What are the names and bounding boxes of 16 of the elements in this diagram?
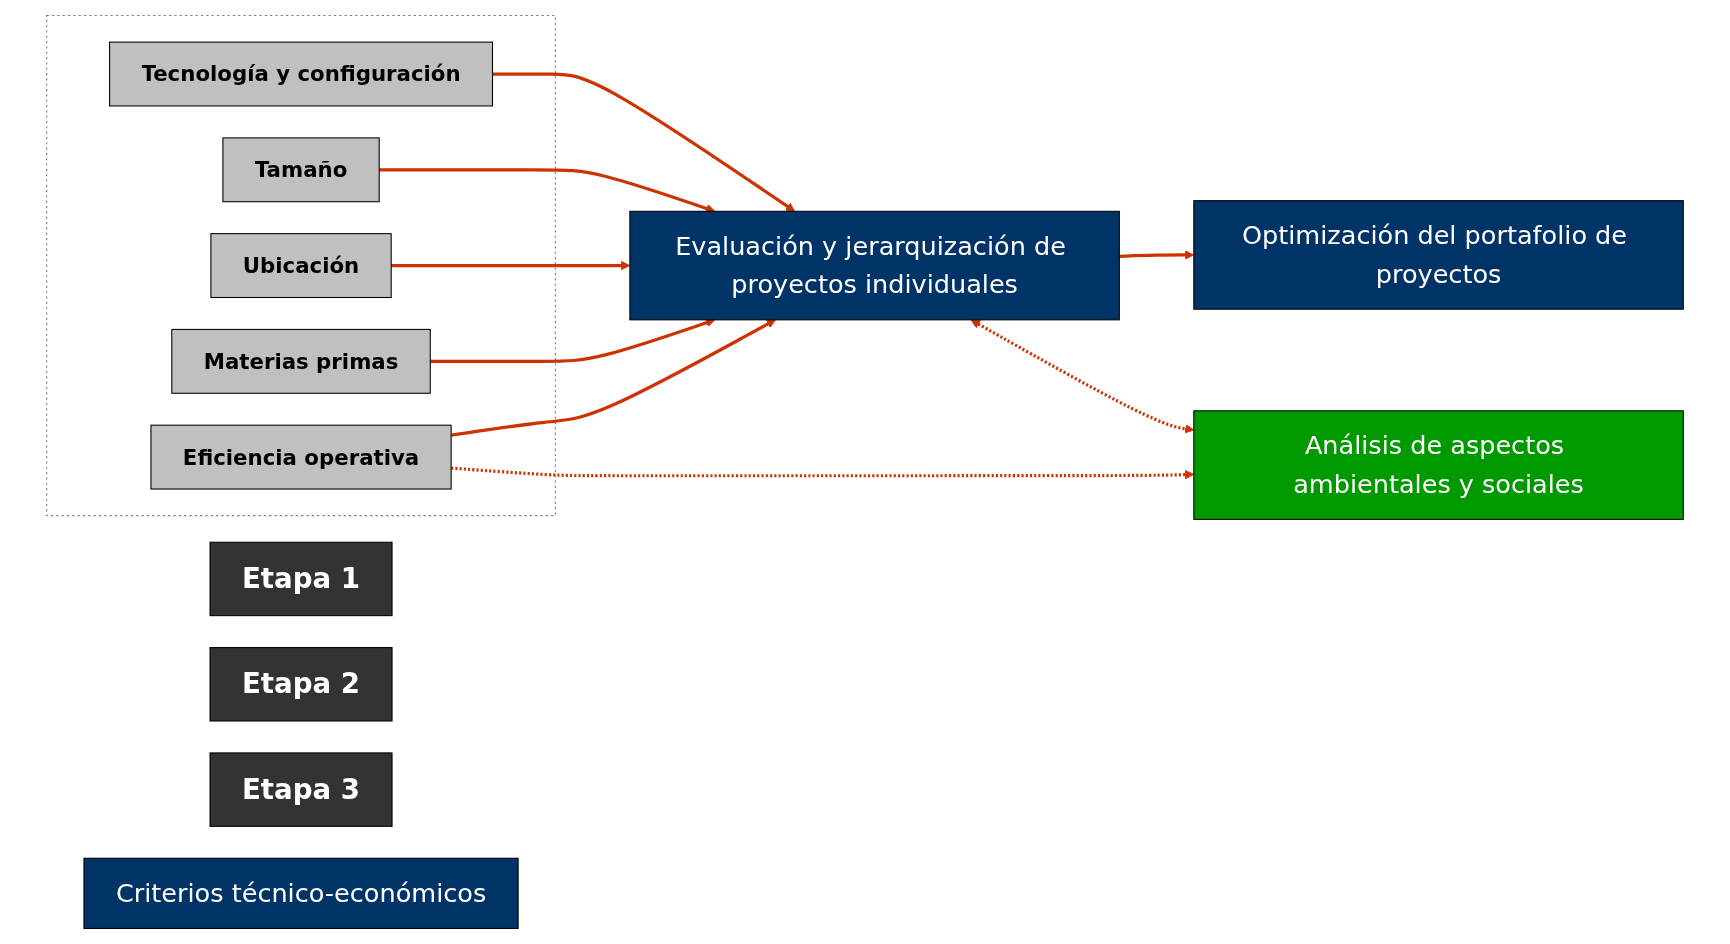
arrow [430,318,716,363]
node-box: Ubicación [210,233,392,298]
node-box: Criterios técnico-económicos [83,857,519,929]
node-box: Tamaño [222,137,380,203]
node-box: Etapa 3 [209,752,393,827]
node-box: Eficiencia operativa [150,424,452,490]
arrow [492,72,796,212]
node-box: Etapa 1 [209,541,393,617]
node-box: Tecnología y configuración [109,41,494,107]
node-box: Evaluación y jerarquización de proyectos individuales [629,210,1120,321]
node-box: Etapa 2 [209,647,393,722]
node-box: Optimización del portafolio de proyectos [1193,200,1684,310]
arrow [379,168,716,213]
cluster [46,15,556,517]
node-box: Análisis de aspectos ambientales y sociales [1193,410,1684,520]
node-box: Materias primas [171,328,431,394]
